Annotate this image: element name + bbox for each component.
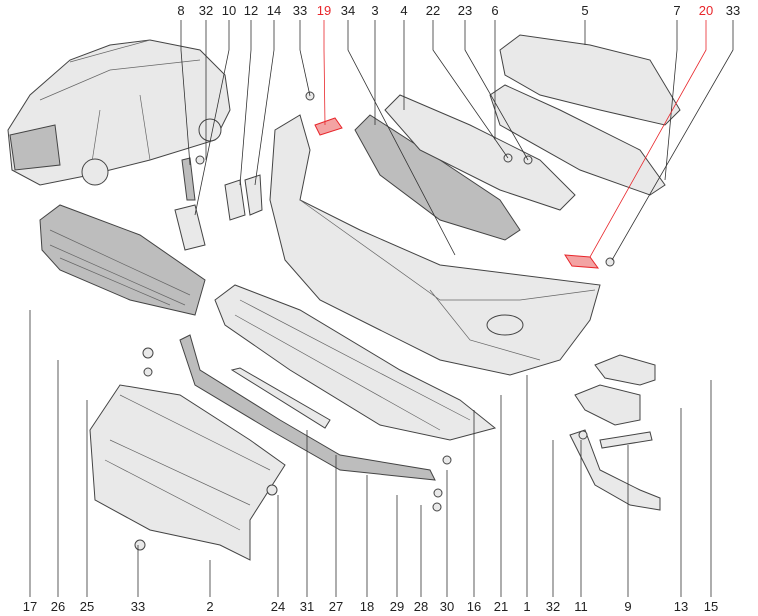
callout-leader-line (611, 20, 734, 261)
callout-leader-line (432, 20, 509, 159)
callout-label-14: 14 (267, 3, 281, 18)
callout-leader-line (589, 20, 707, 258)
part-side-bracket (174, 204, 206, 251)
callout-label-19: 19 (317, 3, 331, 18)
part-grille-frame (89, 384, 286, 561)
callout-label-30: 30 (440, 599, 454, 614)
callout-label-21: 21 (494, 599, 508, 614)
callout-label-27: 27 (329, 599, 343, 614)
callout-label-22: 22 (426, 3, 440, 18)
callout-label-7: 7 (673, 3, 680, 18)
part-beam (384, 94, 576, 211)
part-grille (39, 204, 206, 316)
callout-label-2: 2 (206, 599, 213, 614)
callout-label-24: 24 (271, 599, 285, 614)
part-upper-grille (354, 114, 521, 241)
callout-leader-line (180, 20, 191, 166)
part-absorber (499, 34, 681, 126)
part-lower-absorber (489, 84, 666, 196)
callout-label-11: 11 (574, 599, 588, 614)
callout-label-17: 17 (23, 599, 37, 614)
callout-label-16: 16 (467, 599, 481, 614)
callout-label-10: 10 (222, 3, 236, 18)
callout-label-13: 13 (674, 599, 688, 614)
callout-label-5: 5 (581, 3, 588, 18)
callout-leader-line (347, 20, 456, 256)
callout-label-9: 9 (624, 599, 631, 614)
callout-label-4: 4 (400, 3, 407, 18)
part-20-bracket (564, 254, 600, 269)
callout-label-3: 3 (371, 3, 378, 18)
part-19-bracket (314, 117, 343, 136)
callout-label-20: 20 (699, 3, 713, 18)
bumper-cover-detail-lines (299, 199, 596, 361)
callout-leader-line (323, 20, 326, 126)
fasteners (134, 91, 615, 551)
part-side-trim (569, 429, 661, 511)
part-lower-trim (179, 334, 436, 481)
callout-leader-line (664, 20, 678, 181)
vehicle-thumbnail (7, 39, 231, 186)
callout-label-12: 12 (244, 3, 258, 18)
callout-label-33: 33 (726, 3, 740, 18)
callout-label-33: 33 (293, 3, 307, 18)
callout-label-1: 1 (523, 599, 530, 614)
part-mount-bracket-left (224, 179, 246, 221)
callout-leader-line (299, 20, 311, 97)
callout-leader-line (254, 20, 275, 186)
part-mount-bracket-right (244, 174, 263, 216)
callout-leader-line (194, 20, 230, 216)
callout-label-33: 33 (131, 599, 145, 614)
callout-leader-line (239, 20, 252, 186)
callout-label-18: 18 (360, 599, 374, 614)
callout-label-32: 32 (546, 599, 560, 614)
callout-label-28: 28 (414, 599, 428, 614)
callout-label-23: 23 (458, 3, 472, 18)
callout-label-31: 31 (300, 599, 314, 614)
part-trim-strip (230, 367, 331, 429)
part-bumper-cover (269, 114, 601, 376)
part-fog-cover (574, 384, 641, 426)
callout-leader-line (464, 20, 529, 161)
part-clip-strip (181, 157, 196, 201)
callout-label-15: 15 (704, 599, 718, 614)
part-fog-lamp-opening (486, 314, 524, 336)
grille-detail-lines (49, 229, 191, 306)
callout-label-29: 29 (390, 599, 404, 614)
lower-shield-detail-lines (234, 299, 471, 431)
callout-label-34: 34 (341, 3, 355, 18)
grille-frame-detail-lines (104, 394, 271, 531)
callout-label-25: 25 (80, 599, 94, 614)
callout-label-8: 8 (177, 3, 184, 18)
part-trim-insert (599, 431, 653, 449)
callout-label-32: 32 (199, 3, 213, 18)
part-fog-cover-upper (594, 354, 656, 386)
callout-label-26: 26 (51, 599, 65, 614)
callout-label-6: 6 (491, 3, 498, 18)
